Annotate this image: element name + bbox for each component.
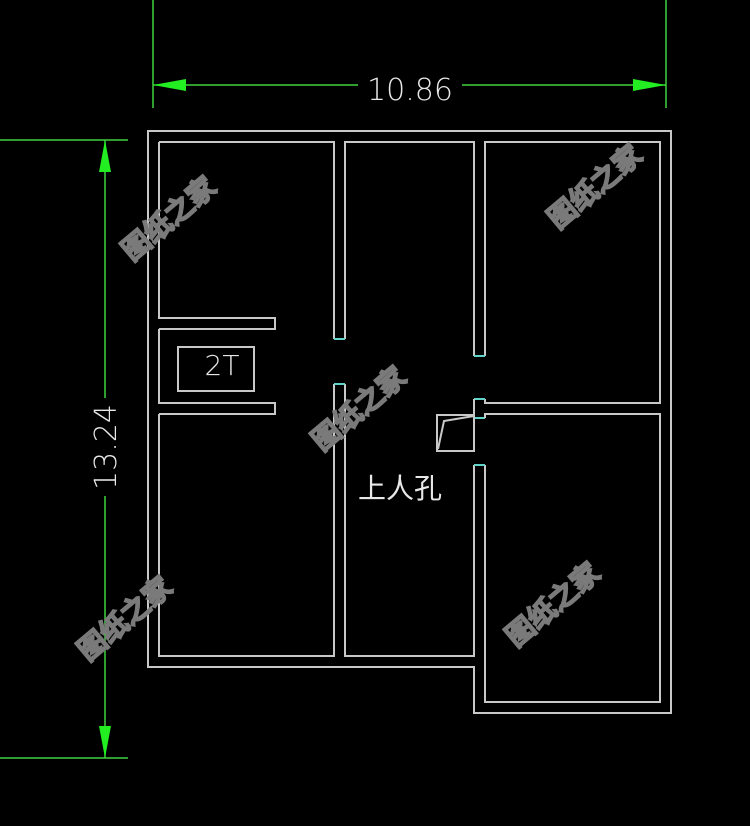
room-bottom-right [484, 413, 661, 703]
left-dimension [0, 139, 128, 759]
room-top-left [158, 141, 335, 339]
height-dimension-text: 13.24 [89, 404, 124, 490]
watermark: 图纸之家 [305, 360, 412, 457]
access-hatch [436, 414, 475, 452]
tank-alcove [158, 329, 276, 415]
hatch-ladder-icon [437, 415, 475, 450]
tank-label: 2T [205, 349, 240, 382]
room-center [344, 141, 475, 356]
arrow-up-icon [99, 140, 111, 172]
door-opening-right-2 [474, 398, 485, 419]
outer-wall [147, 130, 672, 714]
arrow-right-icon [633, 79, 666, 91]
arrow-left-icon [153, 79, 186, 91]
watermark: 图纸之家 [71, 570, 178, 667]
watermark: 图纸之家 [541, 138, 648, 235]
room-center-lower [344, 384, 475, 657]
width-dimension-text: 10.86 [367, 73, 453, 108]
watermark: 图纸之家 [115, 170, 222, 267]
room-bottom-left [158, 384, 335, 657]
top-dimension [152, 0, 667, 108]
watermark: 图纸之家 [499, 556, 606, 653]
room-top-right [484, 141, 661, 404]
water-tank-box [177, 346, 255, 392]
arrow-down-icon [99, 726, 111, 758]
hatch-label: 上人孔 [358, 472, 442, 505]
